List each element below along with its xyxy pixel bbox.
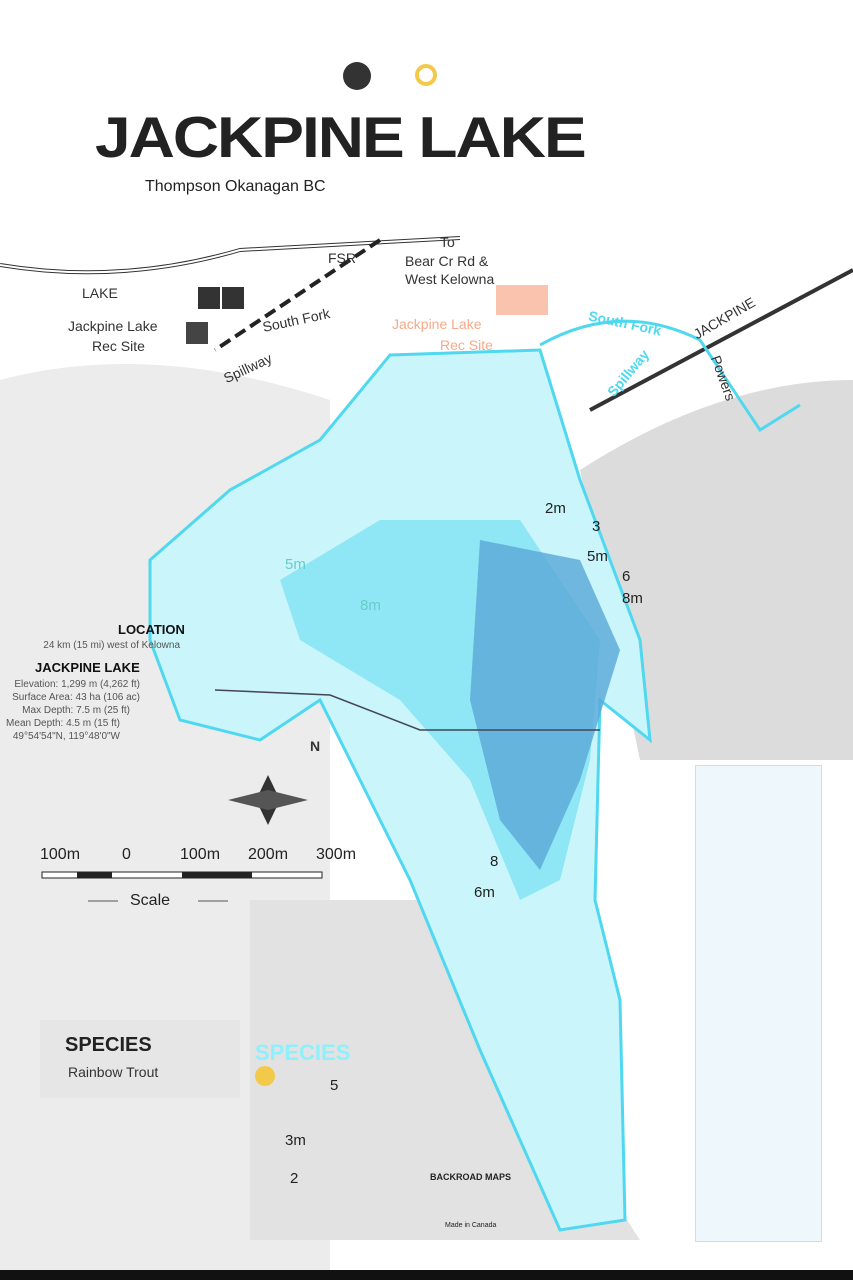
elevation: Elevation: 1,299 m (4,262 ft) (14, 679, 140, 690)
depth-label: 5m (587, 548, 608, 565)
road-fsr-inner (0, 237, 461, 274)
boat-launch-icon (186, 322, 208, 344)
lake-info-header: JACKPINE LAKE (35, 660, 140, 675)
depth-label: 6m (474, 884, 495, 901)
scale-tick: 100m (40, 846, 81, 863)
to-label: To (440, 234, 455, 250)
surface-area: Surface Area: 43 ha (106 ac) (12, 692, 140, 703)
depth-label: 6 (622, 568, 631, 585)
species-ghost-title: SPECIES (255, 1040, 351, 1065)
scale-tick: 0 (122, 846, 131, 863)
destination-label: West Kelowna (405, 271, 495, 287)
compass-north: N (310, 738, 321, 754)
depth-label: 8 (490, 853, 499, 870)
depth-label: 2 (290, 1170, 299, 1187)
road-jackpine (589, 268, 853, 412)
brand-logo: BACKROAD MAPS (430, 1172, 511, 1182)
rec-site-label: Jackpine Lake (68, 318, 158, 334)
compass-rose-icon (228, 775, 308, 825)
trail (214, 689, 600, 731)
sun-icon (415, 64, 437, 86)
scale-tick: 200m (248, 846, 289, 863)
rec-site-ghost-icon (496, 285, 548, 315)
species-panel (40, 1020, 240, 1098)
location-header: LOCATION (118, 622, 185, 637)
depth-label: 3 (592, 518, 601, 535)
rec-site-ghost-label: Jackpine Lake (392, 316, 482, 332)
location-pin-icon (343, 62, 371, 90)
road-fsr (0, 236, 461, 275)
made-in-canada: Made in Canada (445, 1222, 497, 1229)
depth-label: 8m (360, 597, 381, 614)
rec-site-ghost-label: Rec Site (440, 337, 493, 353)
road-dashed (213, 238, 382, 352)
scale-bar (41, 871, 323, 902)
scale-tick: 100m (180, 846, 221, 863)
mean-depth: Mean Depth: 4.5 m (15 ft) (6, 718, 120, 729)
scale-tick: 300m (316, 846, 357, 863)
region-subtitle: Thompson Okanagan BC (145, 178, 326, 195)
page-title: JACKPINE LAKE (95, 104, 587, 170)
lake-depth-contour-deep (470, 540, 620, 870)
location-text: 24 km (15 mi) west of Kelowna (43, 640, 180, 651)
footer-bar (0, 1270, 853, 1280)
campsite-icon (198, 287, 220, 309)
south-fork-creek (539, 319, 801, 433)
depth-label: 8m (622, 590, 643, 607)
species-ghost-fish-icon (255, 1066, 275, 1086)
depth-label: 5 (330, 1077, 339, 1094)
max-depth: Max Depth: 7.5 m (25 ft) (22, 705, 130, 716)
lake-label: LAKE (82, 285, 118, 301)
species-item: Rainbow Trout (68, 1064, 159, 1080)
depth-label: 5m (285, 556, 306, 573)
destination-label: Bear Cr Rd & (405, 253, 489, 269)
road-label-fsr: FSR (328, 250, 356, 266)
coordinates: 49°54'54"N, 119°48'0"W (12, 731, 120, 742)
locator-inset-map (695, 765, 822, 1242)
depth-label: 2m (545, 500, 566, 517)
terrain-shading-east (580, 380, 853, 760)
species-title: SPECIES (65, 1034, 152, 1056)
toilet-icon (222, 287, 244, 309)
depth-label: 3m (285, 1132, 306, 1149)
scale-label: Scale (130, 892, 171, 909)
rec-site-label: Rec Site (92, 338, 145, 354)
